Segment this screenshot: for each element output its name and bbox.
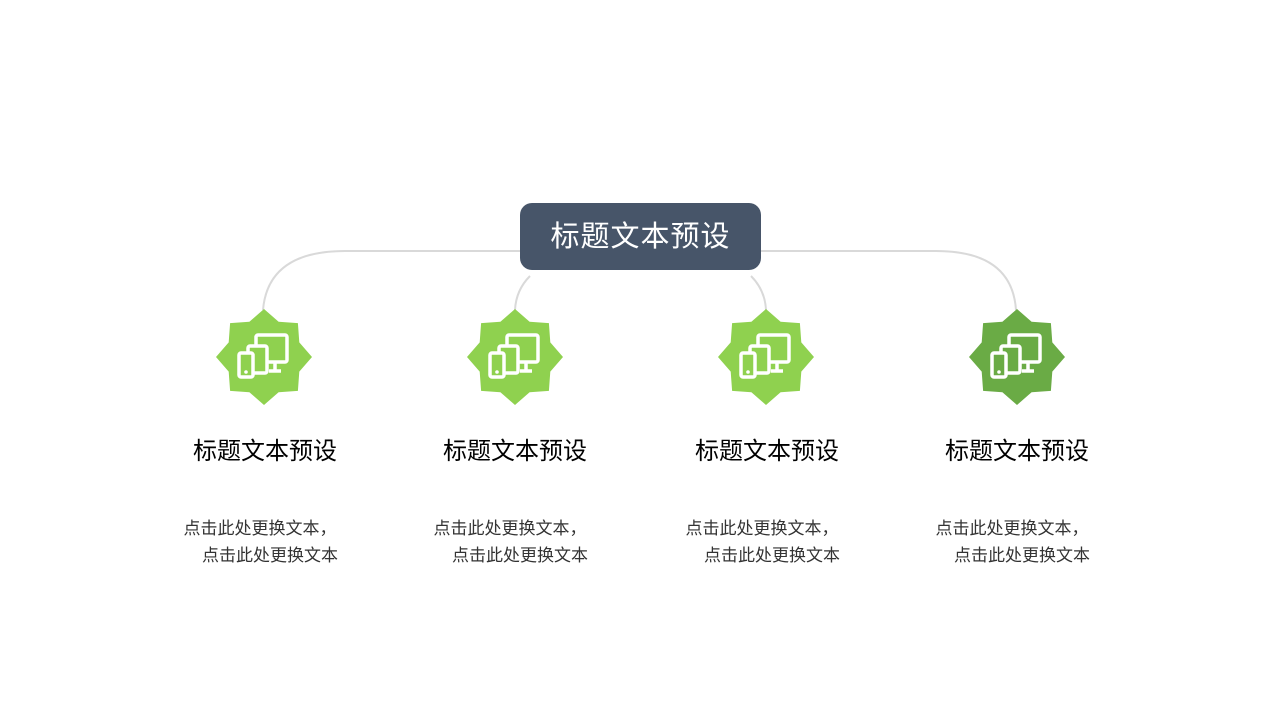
devices-icon [488,333,540,379]
badge-star-shape [969,309,1065,405]
devices-icon [990,333,1042,379]
item-desc-line: 点击此处更换文本 [704,546,840,566]
connector-right [761,250,1017,311]
item-desc-line: 点击此处更换文本 [954,546,1090,566]
item-desc-line: 点击此处更换文本， [183,519,337,539]
devices-icon [237,333,289,379]
item-desc-line: 点击此处更换文本 [202,546,338,566]
item-title-2[interactable]: 标题文本预设 [443,437,587,465]
item-title-4[interactable]: 标题文本预设 [945,437,1089,465]
badge-star-shape [216,309,312,405]
item-desc-3[interactable]: 点击此处更换文本， 点击此处更换文本 [652,516,872,570]
badge-star-shape [467,309,563,405]
item-desc-line: 点击此处更换文本， [935,519,1089,539]
connector-inner-right [750,275,767,311]
badge-2 [467,309,563,405]
item-desc-2[interactable]: 点击此处更换文本， 点击此处更换文本 [400,516,620,570]
item-desc-1[interactable]: 点击此处更换文本， 点击此处更换文本 [150,516,370,570]
item-desc-4[interactable]: 点击此处更换文本， 点击此处更换文本 [902,516,1122,570]
item-desc-line: 点击此处更换文本， [433,519,587,539]
connector-left [262,250,520,311]
badge-4 [969,309,1065,405]
badge-3 [718,309,814,405]
badge-star-shape [718,309,814,405]
item-desc-line: 点击此处更换文本， [685,519,839,539]
item-title-1[interactable]: 标题文本预设 [193,437,337,465]
connector-inner-left [514,275,531,311]
devices-icon [739,333,791,379]
badge-1 [216,309,312,405]
item-title-3[interactable]: 标题文本预设 [695,437,839,465]
item-desc-line: 点击此处更换文本 [452,546,588,566]
main-title[interactable]: 标题文本预设 [520,203,761,270]
